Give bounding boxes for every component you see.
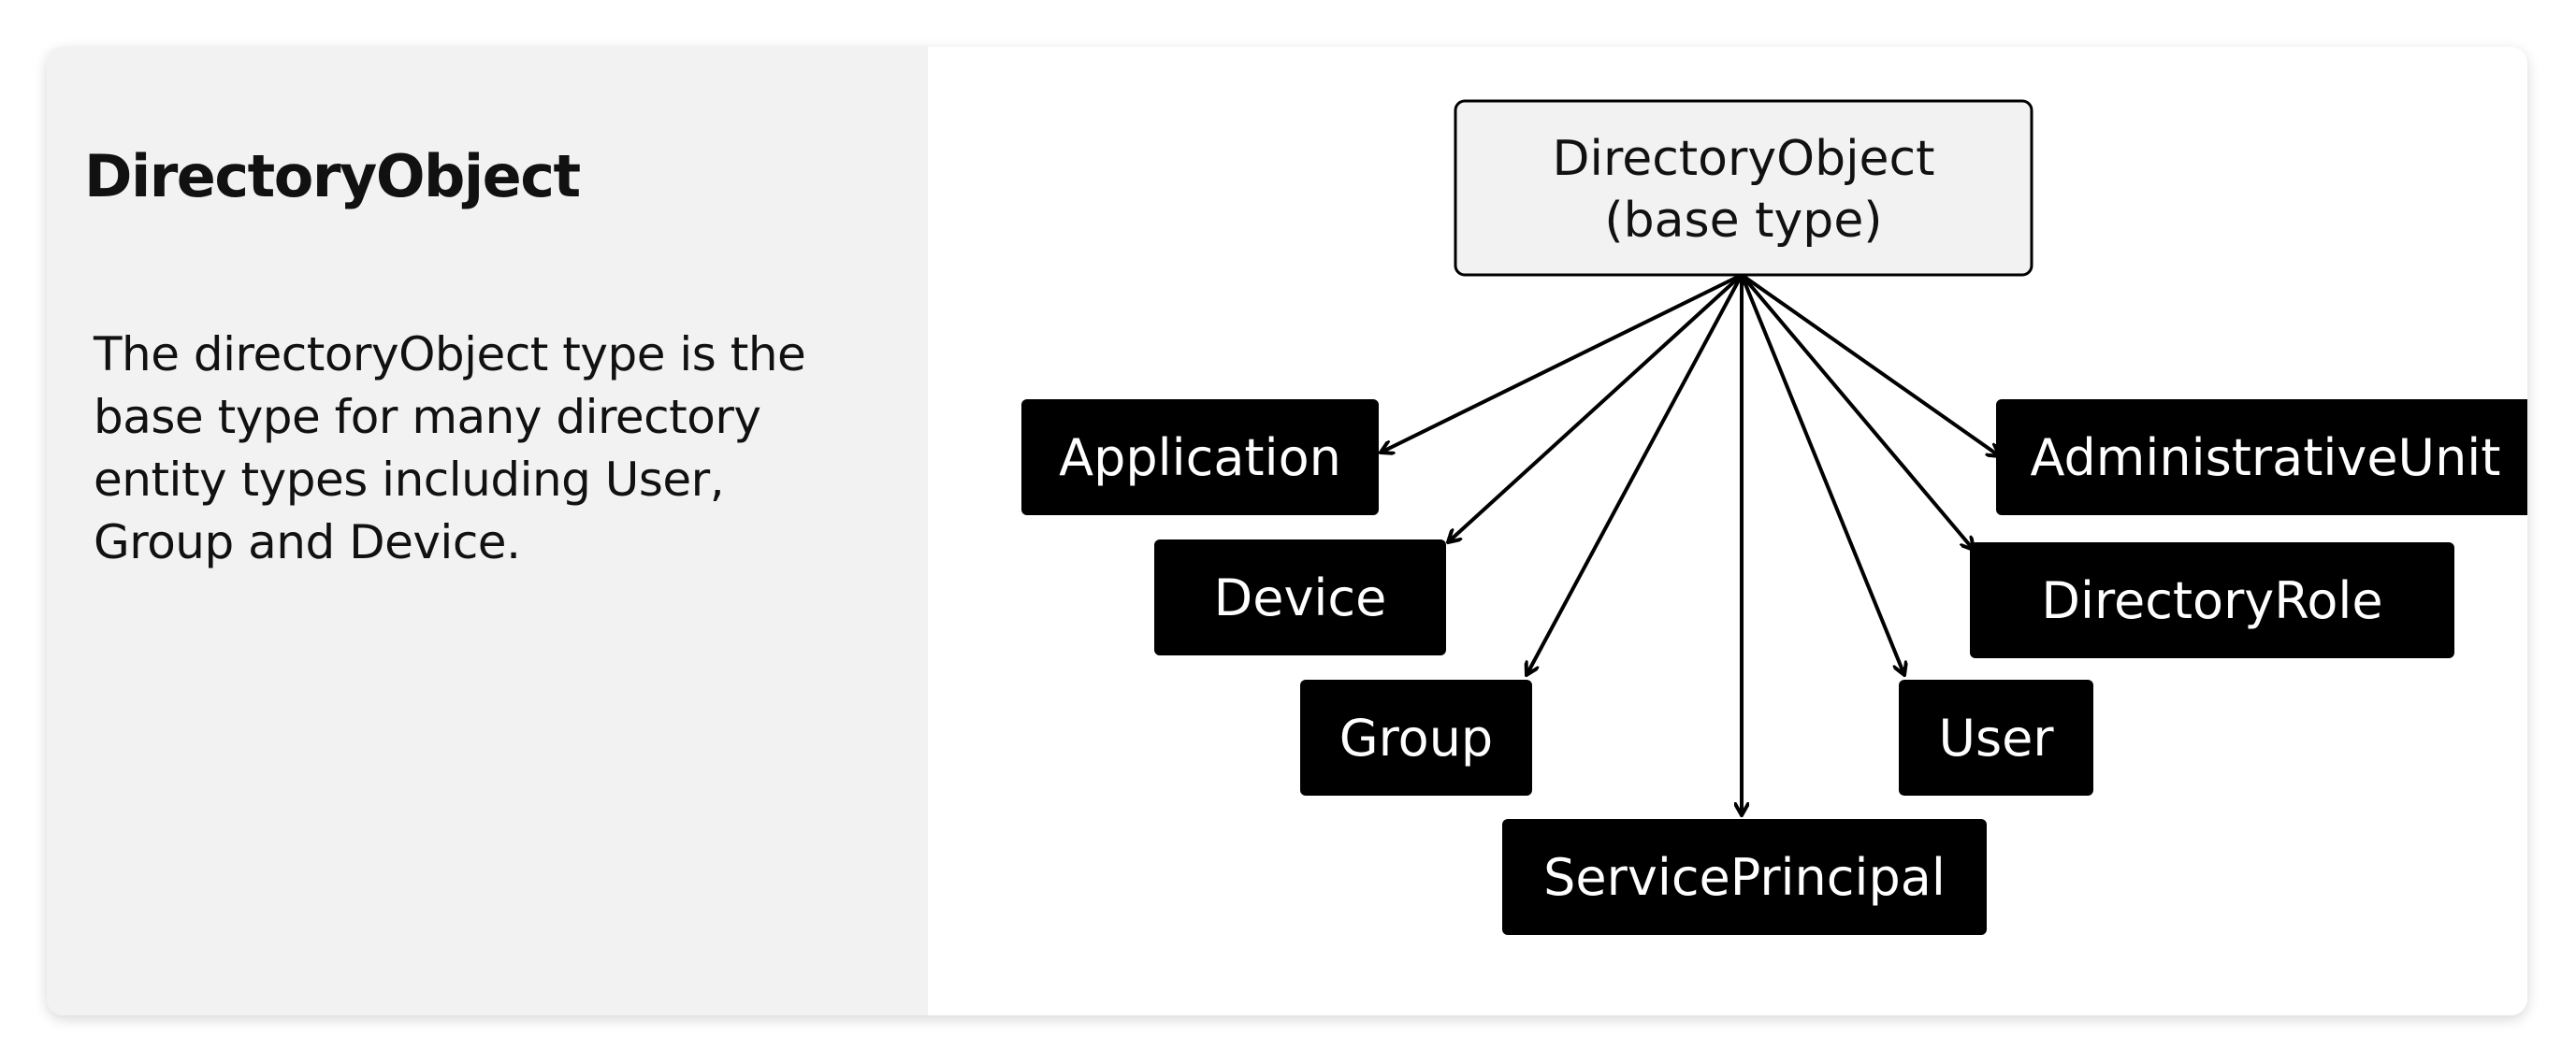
base-type-box: DirectoryObject (base type) (1454, 99, 2033, 277)
node-label-user: User (1938, 709, 2054, 768)
arrow-to-group (1527, 274, 1744, 675)
arrow-to-device (1448, 273, 1744, 542)
node-directory-role: DirectoryRole (1970, 542, 2454, 658)
panel-title: DirectoryObject (84, 142, 581, 210)
arrow-to-user (1740, 274, 1904, 675)
node-user: User (1899, 680, 2093, 796)
node-label-service-principal: ServicePrincipal (1543, 848, 1946, 907)
description-panel: DirectoryObject The directoryObject type… (47, 47, 928, 1015)
base-type-subtitle: (base type) (1604, 193, 1882, 249)
arrow-to-application (1381, 273, 1743, 453)
node-device: Device (1154, 539, 1446, 655)
panel-description: The directoryObject type is the base typ… (94, 327, 806, 569)
node-administrative-unit: AdministrativeUnit (1996, 399, 2527, 515)
arrow-to-directory-role (1740, 273, 1974, 550)
node-label-device: Device (1214, 568, 1387, 627)
node-label-application: Application (1059, 428, 1341, 487)
info-card: DirectoryObject The directoryObject type… (47, 47, 2527, 1015)
inheritance-arrows (1381, 273, 2000, 815)
inheritance-diagram: DirectoryObject (base type) Application … (1021, 99, 2527, 935)
node-label-group: Group (1339, 709, 1493, 768)
node-label-directory-role: DirectoryRole (2041, 571, 2382, 630)
node-group: Group (1300, 680, 1532, 796)
arrow-to-administrative-unit (1740, 273, 2000, 456)
base-type-name: DirectoryObject (1552, 131, 1934, 187)
node-label-administrative-unit: AdministrativeUnit (2031, 428, 2501, 487)
node-application: Application (1021, 399, 1379, 515)
diagram-panel: DirectoryObject (base type) Application … (928, 47, 2527, 1015)
node-service-principal: ServicePrincipal (1502, 819, 1987, 935)
